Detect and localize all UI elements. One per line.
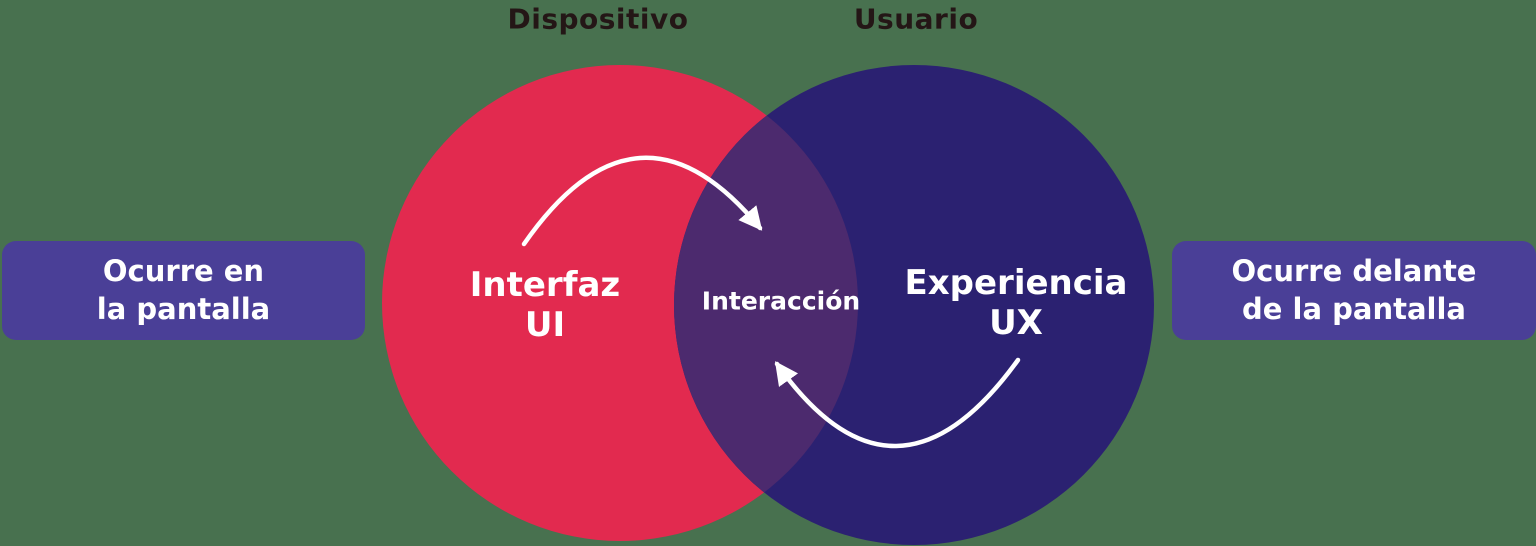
interaction-arrow-bottom xyxy=(774,357,1021,449)
overlap-region xyxy=(674,65,858,541)
user-label: Usuario xyxy=(853,2,979,36)
ux-circle-label: Experiencia UX xyxy=(904,262,1128,343)
screen-side-callout: Ocurre en la pantalla xyxy=(2,241,365,340)
ui-circle-label: Interfaz UI xyxy=(469,264,621,345)
interaction-label: Interacción xyxy=(701,286,861,316)
device-label: Dispositivo xyxy=(507,2,689,36)
front-of-screen-callout: Ocurre delante de la pantalla xyxy=(1172,241,1536,340)
interaction-arrow-top xyxy=(521,155,763,247)
